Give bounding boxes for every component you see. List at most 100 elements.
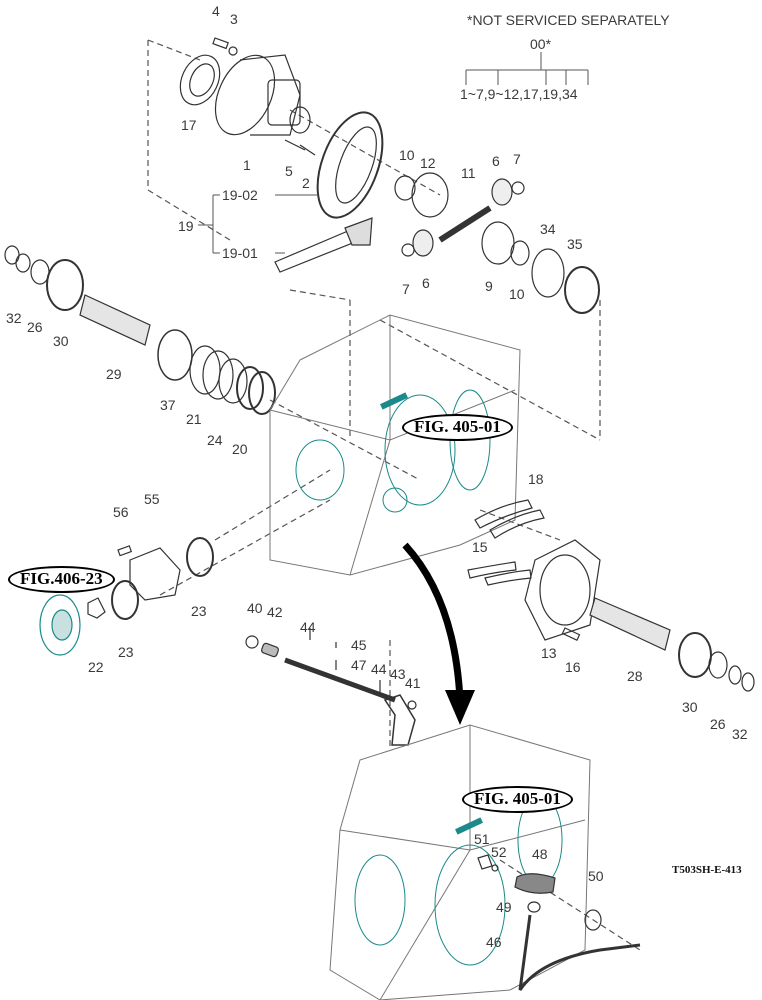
callout-11: 11	[461, 165, 476, 181]
part-16-bolt	[561, 627, 581, 641]
callout-13: 13	[541, 645, 557, 661]
callout-19: 19	[178, 218, 194, 234]
gear-fig-406-23	[39, 594, 81, 656]
part-3-washer	[228, 46, 238, 56]
part-22-nut	[87, 597, 106, 619]
callout-15: 15	[472, 539, 488, 555]
part-52-pin	[491, 864, 499, 872]
callout-29: 29	[106, 366, 122, 382]
callout-16: 16	[565, 659, 581, 675]
direction-arrow	[402, 542, 464, 701]
part-30-bearing	[46, 259, 84, 311]
part-29-shaft	[79, 294, 151, 346]
part-34-plate	[531, 248, 565, 298]
callout-26b: 26	[710, 716, 726, 732]
fig-406-23-ref[interactable]: FIG.406-23	[8, 566, 115, 593]
part-56-bolt	[117, 545, 133, 557]
lower-transmission-case	[329, 724, 591, 1000]
part-37-snap-ring	[157, 329, 193, 381]
callout-37: 37	[160, 397, 176, 413]
part-18-fork-b	[489, 509, 545, 539]
callout-7b: 7	[402, 281, 410, 297]
fig-405-01-upper-ref[interactable]: FIG. 405-01	[402, 414, 513, 441]
callout-19-02: 19-02	[222, 187, 258, 203]
callout-43: 43	[390, 666, 406, 682]
callout-3: 3	[230, 11, 238, 27]
note-bracket	[465, 52, 589, 85]
callout-49: 49	[496, 899, 512, 915]
not-serviced-note: *NOT SERVICED SEPARATELY	[467, 12, 670, 28]
part-15-fork-b	[484, 569, 532, 586]
part-41-ball	[407, 700, 417, 710]
callout-51: 51	[474, 831, 490, 847]
callout-18: 18	[528, 471, 544, 487]
part-15-fork	[467, 561, 517, 579]
callout-52: 52	[491, 844, 507, 860]
callout-32b: 32	[732, 726, 748, 742]
callout-5: 5	[285, 163, 293, 179]
part-2-pin	[299, 144, 316, 156]
assembly-code: 00*	[530, 36, 552, 52]
part-42-spring	[261, 642, 279, 658]
part-26-washer-b	[708, 651, 728, 679]
part-9-side-gear	[481, 221, 515, 265]
part-1-differential-case	[214, 54, 311, 136]
callout-34: 34	[540, 221, 556, 237]
part-50-spring	[584, 909, 602, 931]
callout-35: 35	[567, 236, 583, 252]
callout-19-01: 19-01	[222, 245, 258, 261]
part-24-ring	[218, 358, 248, 404]
callout-22: 22	[88, 659, 104, 675]
callout-42: 42	[267, 604, 283, 620]
callout-17: 17	[181, 117, 197, 133]
callout-28: 28	[627, 668, 643, 684]
callout-48: 48	[532, 846, 548, 862]
callout-6b: 6	[422, 275, 430, 291]
callout-21: 21	[186, 411, 202, 427]
callout-32: 32	[6, 310, 22, 326]
callout-55: 55	[144, 491, 160, 507]
part-23-bearing-b	[111, 580, 139, 620]
callout-40: 40	[247, 600, 263, 616]
drawing-code: T503SH-E-413	[672, 864, 742, 876]
part-21-ring-b	[202, 350, 234, 400]
callout-56: 56	[113, 504, 129, 520]
part-20-ring-b	[248, 371, 276, 415]
part-10-washer	[394, 175, 416, 201]
callout-10: 10	[399, 147, 415, 163]
callout-47: 47	[351, 657, 367, 673]
callout-50: 50	[588, 868, 604, 884]
part-40-washer	[245, 635, 259, 649]
callout-26: 26	[27, 319, 43, 335]
part-32-circlip-b	[15, 253, 31, 273]
part-49-bushing	[527, 901, 541, 913]
callout-7: 7	[513, 151, 521, 167]
part-20-ring	[236, 366, 264, 410]
part-7-washer-b	[401, 243, 415, 257]
part-32-circlip-d	[741, 672, 755, 692]
part-48-pedal	[514, 873, 556, 894]
callout-23b: 23	[118, 644, 134, 660]
part-18-fork	[474, 499, 533, 529]
callout-46: 46	[486, 934, 502, 950]
part-6-pinion-gear-b	[412, 229, 434, 257]
part-19-01-pinion-shaft	[274, 217, 373, 273]
part-55-flange	[129, 547, 181, 601]
part-35-bearing	[564, 266, 600, 314]
callout-30b: 30	[682, 699, 698, 715]
part-21-ring	[189, 345, 221, 395]
callout-44: 44	[300, 619, 316, 635]
part-32-circlip	[4, 245, 20, 265]
part-17-bearing	[179, 54, 221, 106]
callout-41: 41	[405, 675, 421, 691]
part-6-pinion-gear	[491, 178, 513, 206]
fig-405-01-lower-ref[interactable]: FIG. 405-01	[462, 786, 573, 813]
callout-23: 23	[191, 603, 207, 619]
callout-44b: 44	[371, 661, 387, 677]
callout-45: 45	[351, 637, 367, 653]
callout-30: 30	[53, 333, 69, 349]
part-28-shaft	[589, 597, 671, 651]
part-13-bearing-retainer	[524, 539, 601, 641]
part-32-circlip-c	[728, 665, 742, 685]
